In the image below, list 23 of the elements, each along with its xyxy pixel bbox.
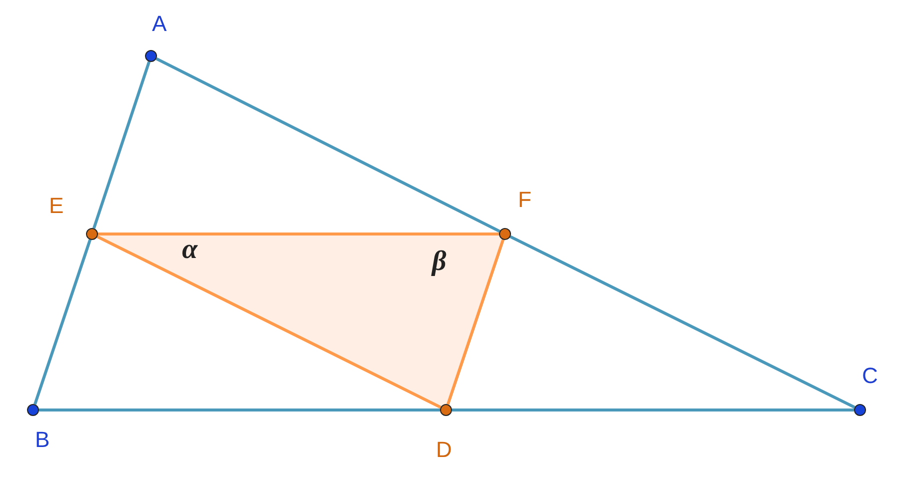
point-dot [854, 404, 866, 416]
angle-label: β [432, 248, 446, 276]
point-dot [86, 228, 98, 240]
line-segment [96, 235, 442, 409]
line-segment [92, 61, 151, 229]
line-segment [510, 235, 856, 409]
point-label: E [49, 195, 64, 217]
point-dot [499, 228, 511, 240]
point-label: D [436, 439, 452, 461]
point-dot [145, 50, 157, 62]
point-dot [440, 404, 452, 416]
point-label: F [518, 189, 532, 211]
line-segment [98, 232, 499, 236]
line-segment [33, 239, 92, 405]
line-segment [156, 57, 500, 233]
point-dot [27, 404, 39, 416]
line-segment [452, 408, 854, 412]
point-label: A [152, 13, 167, 35]
point-label: B [35, 429, 50, 451]
point-label: C [862, 365, 878, 387]
line-segment [39, 408, 440, 412]
line-segment [446, 239, 505, 405]
angle-label: α [182, 236, 198, 264]
